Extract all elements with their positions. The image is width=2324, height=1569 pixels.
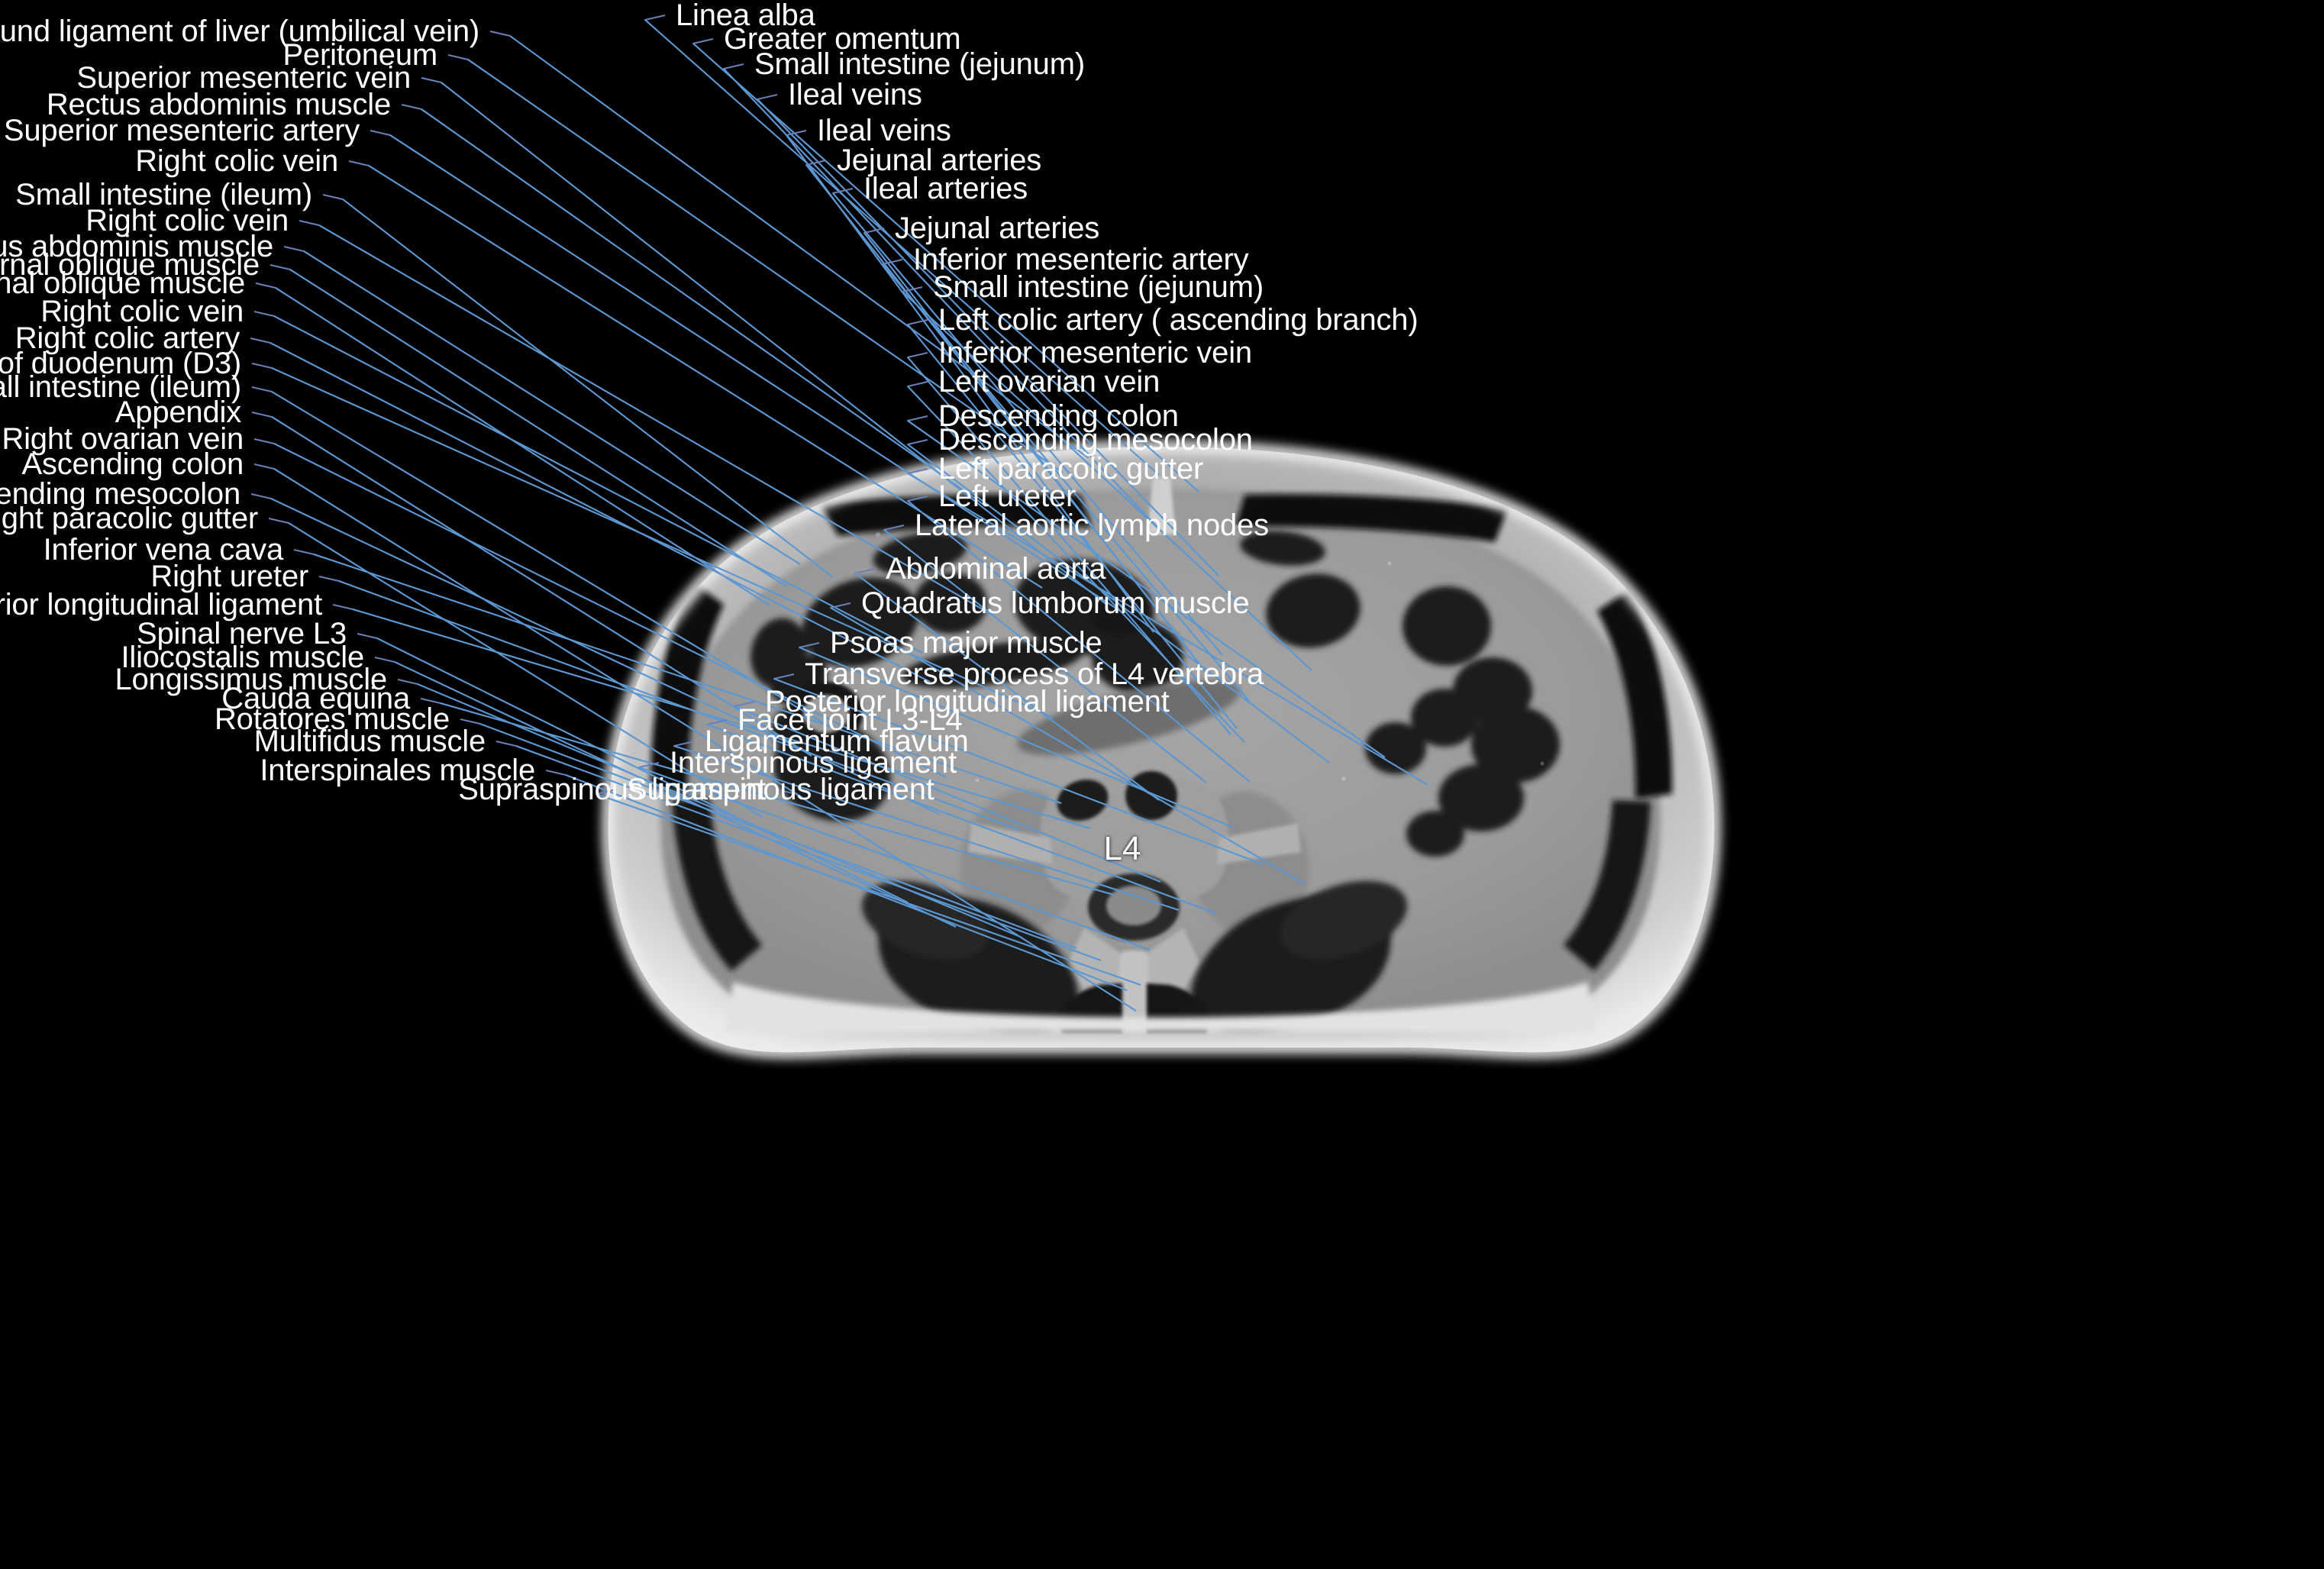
anatomy-label: Jejunal arteries (837, 144, 1042, 177)
anatomy-label: Cauda equina (221, 682, 410, 715)
spinous-process (1119, 951, 1148, 1024)
anatomy-label: Superior mesenteric vein (76, 61, 411, 95)
anatomy-label: Inferior mesenteric artery (913, 243, 1249, 276)
anatomy-label: Ascending colon (21, 447, 244, 481)
anatomy-label: Supraspinous ligament (627, 773, 934, 806)
anatomy-label: Ascending mesocolon (0, 477, 240, 511)
anatomy-label: Posterior longitudinal ligament (765, 685, 1170, 718)
anatomy-label: Internal oblique muscle (0, 248, 260, 282)
anatomy-label: Appendix (115, 395, 241, 429)
abdominal-aorta (1125, 771, 1177, 820)
anatomy-label: Interspinales muscle (260, 754, 535, 787)
anatomy-label: Facet joint L3-L4 (738, 703, 963, 737)
anatomy-label: Peritoneum (282, 38, 437, 72)
anatomy-label: Small intestine (ileum) (15, 178, 312, 211)
anatomy-label: Right ureter (150, 560, 308, 593)
anatomy-label: Right colic artery (15, 321, 240, 355)
anatomy-label: Supraspinous ligament (458, 773, 766, 806)
anatomy-label: Ileal veins (788, 78, 922, 111)
anatomy-label: Left colic artery ( ascending branch) (938, 303, 1419, 337)
anatomy-label: Ileal arteries (863, 172, 1028, 205)
anatomy-label: Transversus abdominis muscle (0, 230, 273, 263)
anatomy-label: External oblique muscle (0, 266, 245, 300)
anatomy-label: Interspinous ligament (670, 746, 957, 780)
posterior-subcutaneous-fat (725, 982, 1597, 1032)
anatomy-label: Multifidus muscle (253, 725, 486, 758)
anatomy-label: Right paracolic gutter (0, 502, 258, 535)
anatomy-label: Linea alba (676, 0, 815, 32)
cauda-equina (1106, 886, 1161, 925)
anatomy-label: Left ovarian vein (938, 365, 1160, 399)
anatomy-label: Abdominal aorta (886, 552, 1106, 586)
lateral-fascia-left (1597, 589, 1673, 799)
anatomy-label: Greater omentum (724, 22, 961, 56)
anatomy-label: Jejunal arteries (895, 211, 1100, 245)
anatomy-label: Descending colon (938, 399, 1179, 433)
anatomy-label: Spinal nerve L3 (137, 617, 347, 651)
anatomy-label: Lateral aortic lymph nodes (915, 508, 1269, 542)
anatomy-label: Left paracolic gutter (938, 452, 1204, 486)
anatomy-label: Longissimus muscle (115, 663, 387, 696)
anatomy-label: Rectus abdominis muscle (46, 88, 391, 121)
anatomy-label: Horizontal part of duodenum (D3) (0, 347, 241, 380)
anatomy-label: Left ureter (938, 479, 1076, 513)
anatomy-label: Ileal veins (817, 114, 951, 147)
anatomy-label: Right colic vein (135, 144, 338, 178)
anatomy-label: Right colic vein (40, 295, 244, 328)
anatomy-label: Anterior longitudinal ligament (0, 588, 322, 621)
anatomy-label: Ligamentum flavum (705, 725, 969, 758)
vertebra-level-marker: L4 (1103, 830, 1141, 867)
anatomy-label: Right ovarian vein (2, 422, 244, 456)
quadratus-lumborum-left (1280, 880, 1408, 960)
lateral-fascia-left-lower (1564, 800, 1651, 971)
anatomy-label: Rotatores muscle (214, 702, 450, 736)
anatomy-label: Right colic vein (86, 204, 289, 237)
anatomy-label: Iliocostalis muscle (121, 641, 364, 674)
anatomy-label: Psoas major muscle (830, 626, 1102, 660)
anatomy-label: Inferior mesenteric vein (938, 336, 1252, 370)
anatomy-label: Round ligament of liver (umbilical vein) (0, 15, 479, 48)
anatomy-label: Inferior vena cava (43, 533, 284, 567)
anatomy-label: Transverse process of L4 vertebra (805, 657, 1264, 691)
anatomy-label: Small intestine (ileum) (0, 370, 241, 404)
anatomy-label: Small intestine (jejunum) (933, 270, 1264, 304)
anatomy-label: Quadratus lumborum muscle (861, 586, 1250, 620)
anatomy-label: Descending mesocolon (938, 423, 1253, 457)
anatomy-label: Small intestine (jejunum) (754, 47, 1085, 81)
anatomy-label: Superior mesenteric artery (3, 114, 360, 147)
